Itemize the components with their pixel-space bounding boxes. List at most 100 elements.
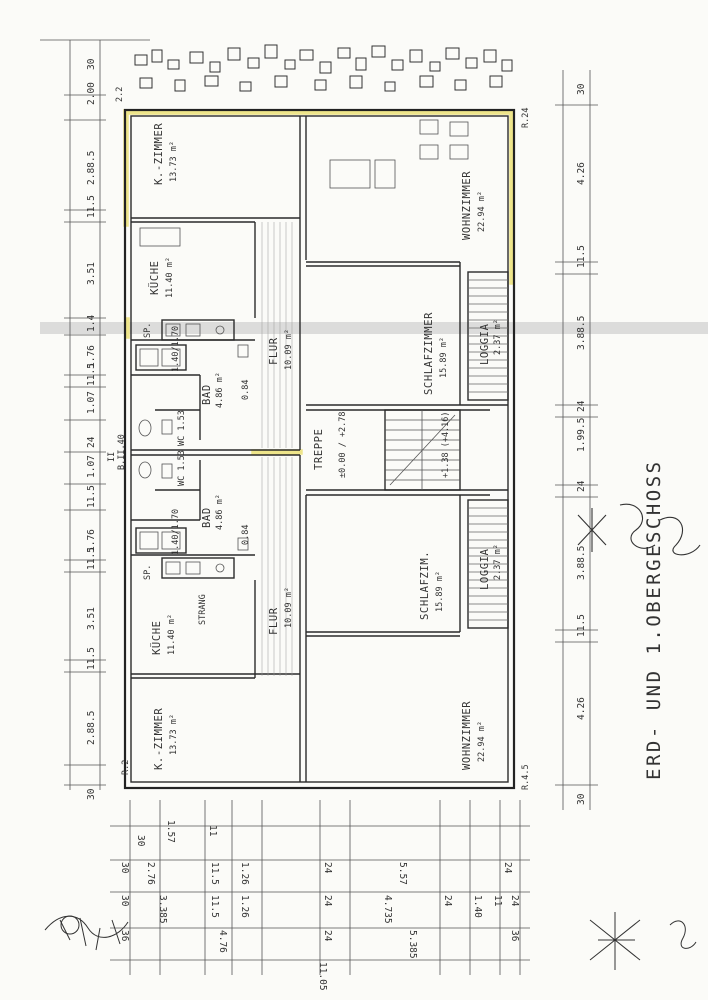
right-dim-1: 4.26	[576, 162, 587, 185]
room-area: ±0.00 / +2.78	[338, 411, 348, 478]
bd-r2-2: 11.5	[209, 895, 220, 918]
room-treppe: TREPPE ±0.00 / +2.78 +1.38 (+4.16)	[313, 411, 451, 478]
right-dim-6: 24	[576, 480, 587, 492]
room-name: SCHLAFZIM.	[419, 551, 431, 620]
bd-r1-4: 24	[322, 862, 333, 874]
room-area: 4.86 m²	[215, 372, 225, 408]
dim-140-top: 1.40/1.70	[171, 326, 181, 372]
left-dim-7: 1.07	[86, 391, 97, 414]
left-dim-8: 24	[86, 436, 97, 448]
room-area: 22.94 m²	[477, 191, 487, 232]
bd-r3-4: 36	[509, 930, 520, 942]
room-area: 22.94 m²	[477, 721, 487, 762]
room-name: FLUR	[268, 607, 280, 635]
scan-band	[40, 322, 708, 334]
axis-marker: II	[107, 452, 117, 462]
right-dim-3: 3.88.5	[576, 316, 587, 350]
plant-doodle-bottom-right	[589, 912, 697, 970]
bd-r1-5: 5.57	[397, 862, 408, 885]
left-dim-3: 3.51	[86, 262, 97, 285]
bottom-dimension-block: 30 1.57 11 30 2.76 11.5 1.26 24 5.57 24 …	[110, 800, 530, 991]
left-dimension-chain: 2.00 2.88.5 11.5 3.51 1.4 1.76 11.5 1.07…	[40, 39, 150, 800]
dim-084-bottom: 0.84	[241, 525, 251, 545]
bd-r3-2: 24	[322, 930, 333, 942]
room-name: KÜCHE	[148, 260, 161, 295]
corner-label-top-left: 2.2	[115, 87, 125, 102]
flur-boards-lower	[261, 457, 293, 676]
bd-r2-5: 4.735	[382, 895, 393, 924]
bd-r0-1: 1.57	[165, 820, 176, 843]
room-area: 11.40 m²	[165, 257, 175, 298]
right-dimension-chain: 30 4.26 11.5 3.88.5 24 1.99.5 24 3.88.5 …	[555, 70, 598, 810]
room-area: 13.73 m²	[169, 141, 179, 182]
unit-highlight	[123, 109, 515, 455]
bd-r1-6: 24	[502, 862, 513, 874]
bd-r0-2: 11	[207, 825, 218, 837]
loggia-hatch-lower	[467, 499, 509, 629]
room-wohnzimmer-top: WOHNZIMMER 22.94 m²	[461, 171, 487, 240]
room-loggia-bottom: LOGGIA 2.37 m²	[479, 544, 503, 590]
left-dim-11: 1.76	[86, 529, 97, 552]
room-area: 13.73 m²	[169, 714, 179, 755]
room-area: 2.37 m²	[493, 319, 503, 355]
right-dim-0: 30	[576, 83, 587, 95]
room-area: 10.09 m²	[284, 329, 294, 370]
left-dim-16: 30	[86, 788, 97, 800]
room-area: 10.09 m²	[284, 587, 294, 628]
drawing-title: ERD- UND 1.OBERGESCHOSS	[643, 459, 665, 780]
left-dim-4: 1.4	[86, 315, 97, 332]
kitchen-counter-upper	[135, 319, 235, 371]
room-loggia-top: LOGGIA 2.37 m²	[479, 319, 503, 365]
corner-label-top-right: R.24	[521, 108, 531, 128]
room-name: K.-ZIMMER	[153, 708, 165, 770]
bd-r1-1: 2.76	[145, 862, 156, 885]
sp-label-bottom: SP.	[143, 565, 153, 580]
corner-label-bottom-left: R.2	[121, 760, 131, 775]
loggia-hatch-upper	[467, 271, 509, 401]
right-dim-10: 30	[576, 793, 587, 805]
dim-140-bottom: 1.40/1.70	[171, 509, 181, 555]
plant-doodle-bottom-left	[44, 915, 129, 951]
bd-r1-3: 1.26	[239, 862, 250, 885]
bd-r3-0: 36	[119, 930, 130, 942]
signature-doodle-right	[577, 503, 701, 556]
left-dim-9: 1.07	[86, 455, 97, 478]
right-dim-9: 4.26	[576, 697, 587, 720]
room-kueche-top: KÜCHE 11.40 m²	[148, 257, 175, 298]
room-name: SCHLAFZIMMER	[423, 312, 435, 395]
left-dim-5: 1.76	[86, 345, 97, 368]
bd-overall: 11.05	[317, 962, 328, 991]
left-dim-15: 2.88.5	[86, 711, 97, 745]
right-dim-5: 1.99.5	[576, 418, 587, 452]
left-dim-1: 2.88.5	[86, 151, 97, 185]
bd-r2-1: 3.385	[157, 895, 168, 924]
room-name: BAD	[201, 507, 213, 528]
room-flur-top: FLUR 10.09 m²	[268, 329, 294, 370]
bd-r2-3: 1.26	[239, 895, 250, 918]
flur-boards-upper	[261, 222, 293, 448]
room-name: BAD	[201, 384, 213, 405]
right-dim-8: 11.5	[576, 614, 587, 637]
sp-label-top: SP.	[143, 323, 153, 338]
left-dim-13: 3.51	[86, 607, 97, 630]
bd-r1-0: 30	[119, 862, 130, 874]
bd-r2-6: 24	[442, 895, 453, 907]
room-name: K.-ZIMMER	[153, 123, 165, 185]
kitchen-counter-lower	[135, 527, 235, 579]
fixture-labels: SP. SP. WC 1.53 WC 1.53 0.84 0.84 1.40/1…	[143, 323, 251, 580]
living-furniture	[139, 119, 469, 247]
right-dim-2: 11.5	[576, 245, 587, 268]
room-flur-bottom: FLUR 10.09 m²	[268, 587, 294, 635]
room-schlafzimmer-top: SCHLAFZIMMER 15.89 m²	[423, 312, 449, 395]
corner-label-bottom-right: R.4.5	[521, 764, 531, 790]
bd-r3-1: 4.76	[217, 930, 228, 953]
room-name: LOGGIA	[479, 323, 491, 365]
room-area: 4.86 m²	[215, 494, 225, 530]
left-dim-12: 11.5	[86, 547, 97, 570]
bd-r2-9: 24	[509, 895, 520, 907]
right-dim-4: 24	[576, 400, 587, 412]
left-dim-14: 11.5	[86, 647, 97, 670]
room-bad-top: BAD 4.86 m²	[201, 372, 225, 408]
room-name: LOGGIA	[479, 548, 491, 590]
